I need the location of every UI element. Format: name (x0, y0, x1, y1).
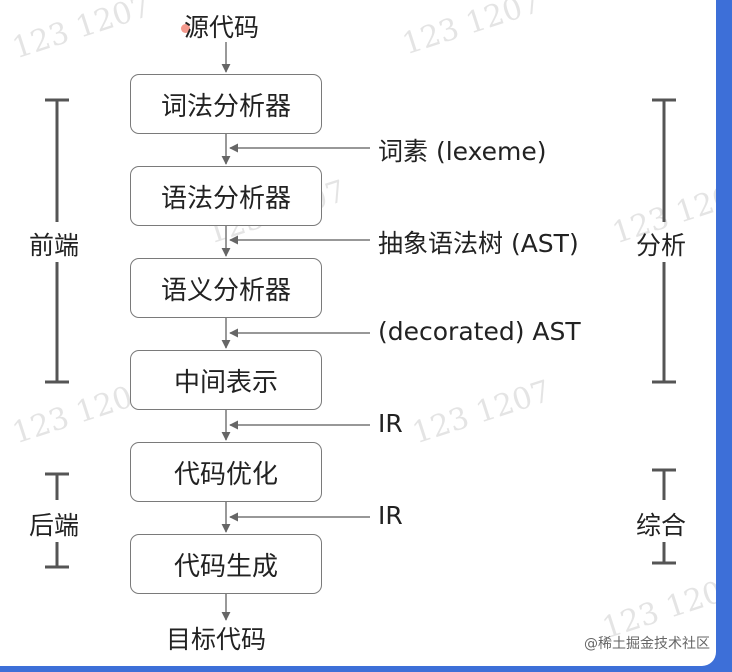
analysis-label: 分析 (636, 231, 687, 260)
lexeme-label: 词素 (lexeme) (378, 137, 547, 166)
ir-label-2: IR (378, 501, 403, 530)
ir-box: 中间表示 (130, 350, 322, 410)
synthesis-label: 综合 (636, 511, 687, 540)
synthesis-bracket (652, 468, 676, 565)
target-code-label: 目标代码 (166, 625, 267, 654)
cursor-dot (181, 24, 190, 33)
ir-label: IR (378, 409, 403, 438)
ast-label: 抽象语法树 (AST) (378, 229, 579, 258)
source-code-label: 源代码 (184, 13, 260, 42)
frontend-label: 前端 (29, 231, 80, 260)
parser-box: 语法分析器 (130, 166, 322, 226)
semantic-analyzer-box: 语义分析器 (130, 258, 322, 318)
frontend-bracket (45, 98, 69, 384)
lexer-box: 词法分析器 (130, 74, 322, 134)
footer-watermark: @稀土掘金技术社区 (584, 636, 710, 652)
connector-lines (45, 42, 676, 621)
backend-bracket (45, 472, 69, 569)
backend-label: 后端 (29, 511, 80, 540)
decorated-ast-label: (decorated) AST (378, 317, 581, 346)
diagram-card: 123 1207 123 1207 123 1207 123 1207 123 … (0, 0, 716, 666)
analysis-bracket (652, 98, 676, 384)
codegen-box: 代码生成 (130, 534, 322, 594)
optimizer-box: 代码优化 (130, 442, 322, 502)
